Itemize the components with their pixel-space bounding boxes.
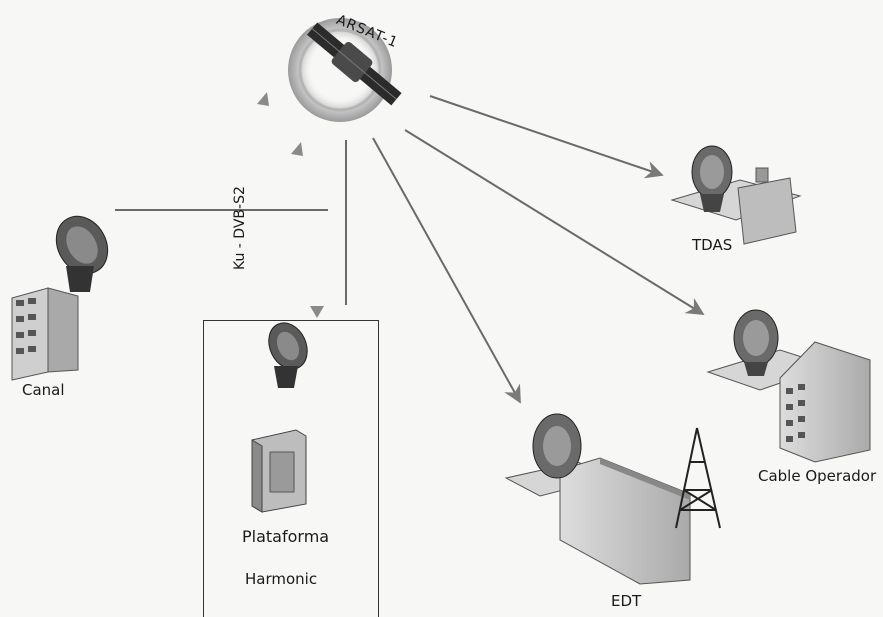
- cable-operador-label: Cable Operador: [758, 467, 877, 485]
- satellite-icon: [288, 18, 402, 122]
- arrowhead-uplink-1: [257, 92, 269, 106]
- uplink-label: Ku - DVB-S2: [232, 186, 248, 270]
- plataforma-label: Plataforma: [242, 527, 330, 546]
- harmonic-label: Harmonic: [245, 570, 318, 588]
- dish-building-icon-canal: [11, 215, 109, 381]
- canal-label: Canal: [22, 381, 65, 399]
- plataforma-box: [203, 320, 379, 617]
- tdas-label: TDAS: [692, 236, 733, 254]
- connection-lines: [115, 95, 705, 404]
- arrow-to-tdas: [429, 95, 664, 179]
- arrowhead-uplink-2: [291, 142, 303, 156]
- arrow-to-cable-operador: [404, 129, 705, 315]
- dish-tower-icon-edt: [504, 413, 721, 585]
- arrowhead-plataforma: [310, 306, 324, 318]
- dish-server-icon-plataforma: [251, 322, 308, 513]
- arrow-to-edt: [372, 137, 521, 404]
- dish-building-icon-cable-operador: [706, 309, 871, 463]
- edt-label: EDT: [611, 592, 642, 610]
- dish-house-icon-tdas: [670, 145, 802, 245]
